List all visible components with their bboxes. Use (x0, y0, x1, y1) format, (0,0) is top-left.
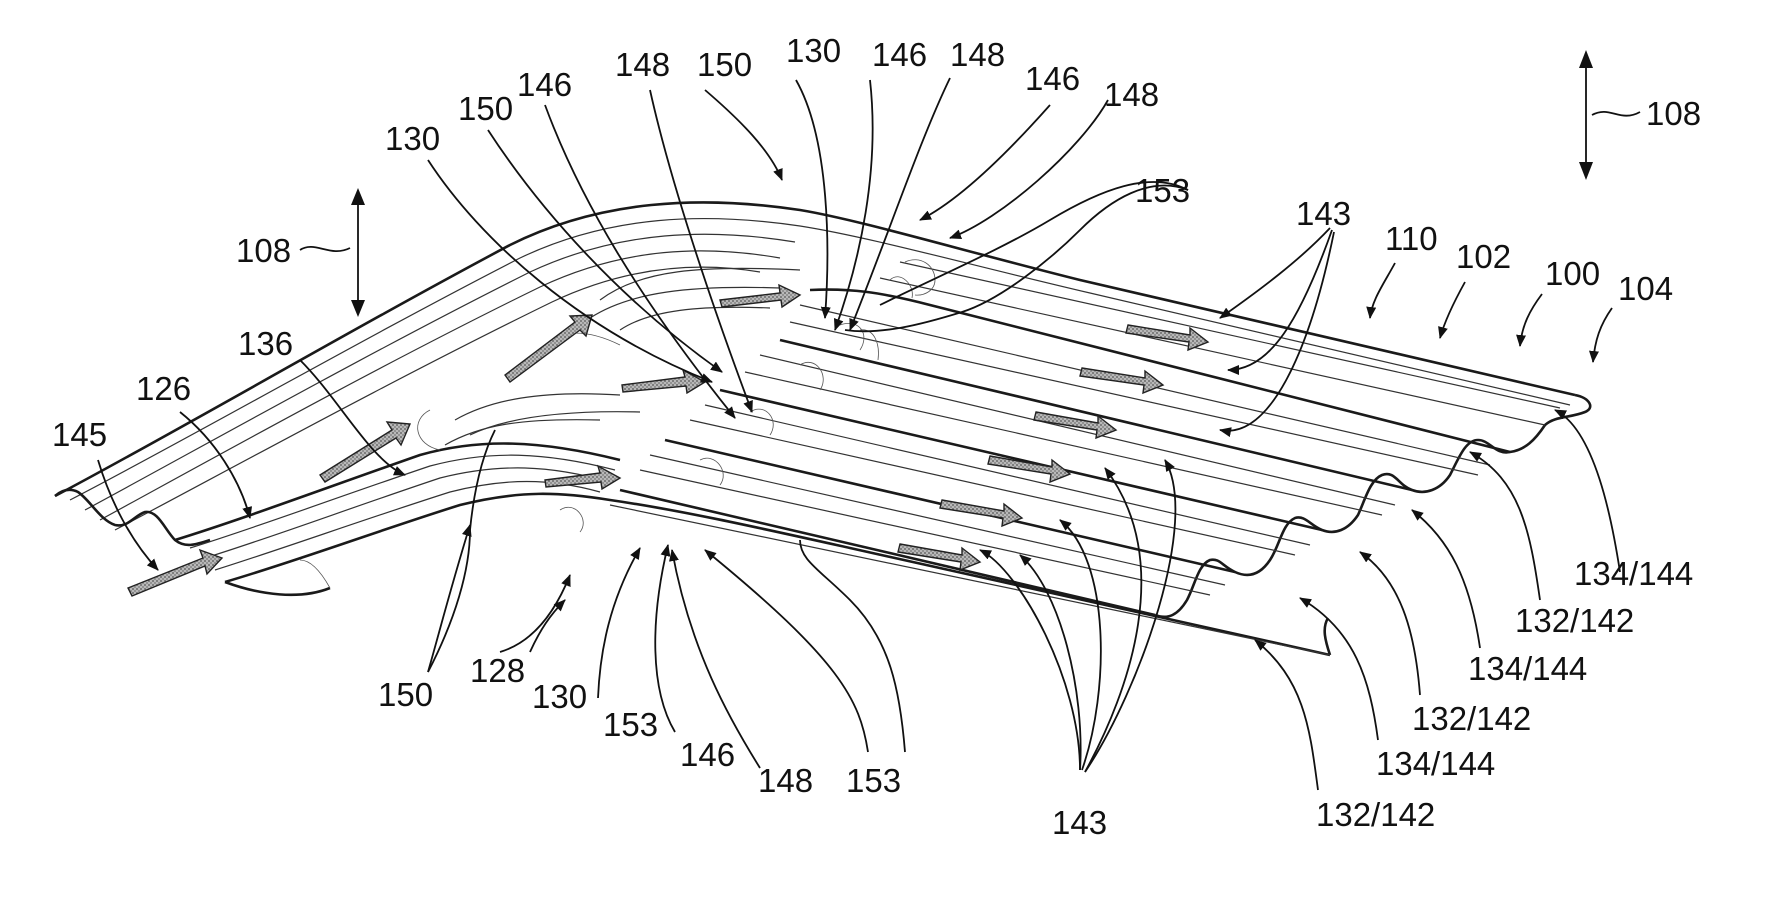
label-153-b: 153 (603, 706, 658, 743)
flow-arrow (940, 500, 1022, 526)
label-148-c: 148 (1104, 76, 1159, 113)
flow-arrow (988, 456, 1070, 482)
label-146-a: 146 (517, 66, 572, 103)
label-132-142-c: 132/142 (1316, 796, 1435, 833)
label-146-c: 146 (1025, 60, 1080, 97)
label-148-a: 148 (615, 46, 670, 83)
label-150-a: 150 (458, 90, 513, 127)
label-134-144-c: 134/144 (1376, 745, 1495, 782)
label-132-142-b: 132/142 (1412, 700, 1531, 737)
label-148-b: 148 (950, 36, 1005, 73)
label-134-144-a: 134/144 (1574, 555, 1693, 592)
label-108-right: 108 (1646, 95, 1701, 132)
corrugated-sheet (55, 202, 1590, 655)
label-153-top: 153 (1135, 172, 1190, 209)
label-150-b: 150 (697, 46, 752, 83)
label-102: 102 (1456, 238, 1511, 275)
label-143-top: 143 (1296, 195, 1351, 232)
flow-arrow (545, 466, 620, 489)
label-136: 136 (238, 325, 293, 362)
leader-lines (98, 78, 1620, 790)
flow-arrow (1126, 325, 1208, 350)
vertical-direction-indicator-right (1579, 50, 1640, 180)
label-146-b: 146 (872, 36, 927, 73)
label-100: 100 (1545, 255, 1600, 292)
label-146-d: 146 (680, 736, 735, 773)
label-153-c: 153 (846, 762, 901, 799)
label-104: 104 (1618, 270, 1673, 307)
label-143-bottom: 143 (1052, 804, 1107, 841)
label-130-a: 130 (385, 120, 440, 157)
label-148-d: 148 (758, 762, 813, 799)
label-130-b: 130 (786, 32, 841, 69)
label-128: 128 (470, 652, 525, 689)
label-132-142-a: 132/142 (1515, 602, 1634, 639)
label-126: 126 (136, 370, 191, 407)
label-110: 110 (1385, 220, 1438, 257)
flow-arrow (320, 422, 410, 482)
label-145: 145 (52, 416, 107, 453)
flow-arrow (505, 315, 592, 382)
flow-arrow (128, 550, 222, 596)
vertical-direction-indicator-left (300, 188, 365, 317)
label-130-c: 130 (532, 678, 587, 715)
label-134-144-b: 134/144 (1468, 650, 1587, 687)
label-108-left: 108 (236, 232, 291, 269)
label-150-c: 150 (378, 676, 433, 713)
flow-arrow (720, 285, 800, 307)
